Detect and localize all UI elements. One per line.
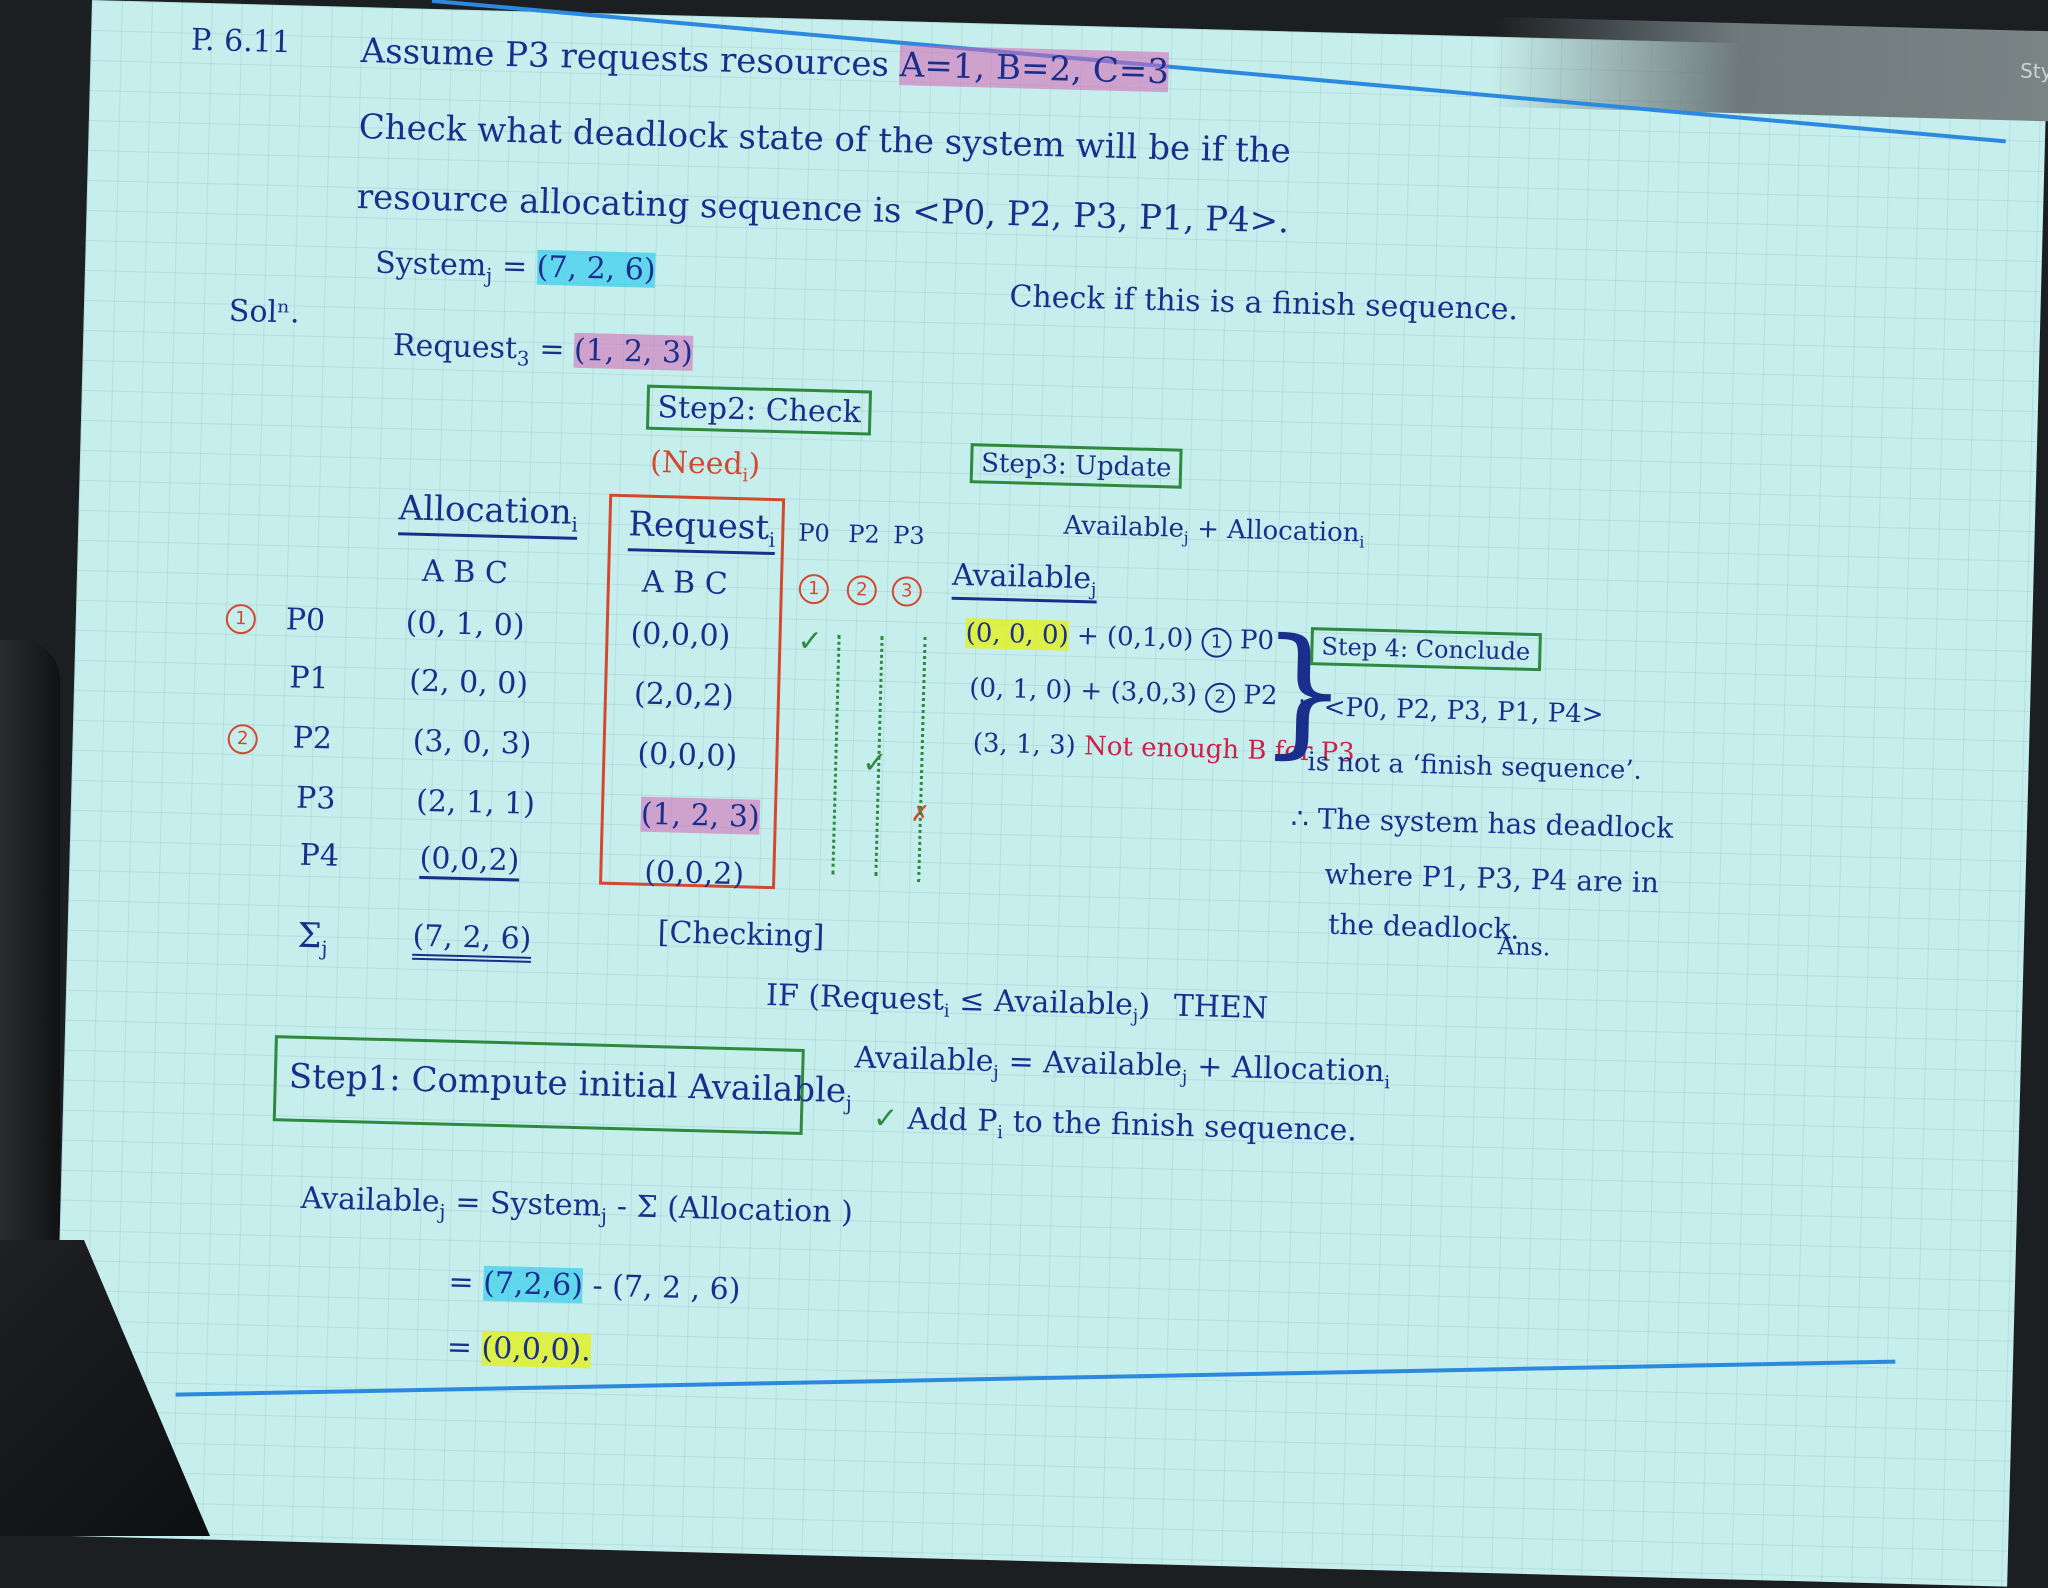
request-header: Requesti [627,504,776,555]
then-add: ✓ Add Pi to the finish sequence. [872,1100,1358,1149]
need-label: (Needi) [649,444,761,487]
step4-line2: is not a ‘finish sequence’. [1307,747,1643,786]
step3-available-header: Availablej [951,557,1098,604]
answer-mark: Ans. [1497,932,1551,962]
order-circle-1: 1 [798,573,830,605]
requested-resources: A=1, B=2, C=3 [899,45,1170,93]
bottom-divider-line [175,1359,1896,1397]
then-update: Availablej = Availablej + Allocationi [854,1040,1391,1094]
trace-p3 [917,636,927,882]
step3-row-1: (0, 1, 0) + (3,0,3) 2 P2 [968,673,1278,714]
row-alloc-p1: (2, 0, 0) [408,663,529,702]
step1-box: Step1: Compute initial Availablej [272,1035,852,1135]
system-value: (7, 2, 6) [536,249,656,288]
row-req-p1: (2,0,2) [633,676,735,715]
trace-p0 [831,634,841,875]
toolbar: Styles [1489,16,2048,123]
row-alloc-p2: (3, 0, 3) [412,723,532,762]
step1-lhs: Availablej = Systemj - Σ (Allocation ) [300,1180,854,1231]
projected-slide: Styles P. 6.11 Assume P3 requests resour… [51,0,2048,1587]
sum-value: (7, 2, 6) [411,918,532,963]
order-circle-3: 3 [891,576,923,607]
styles-button[interactable]: Styles [2019,58,2048,85]
check-mark-p0: ✓ [796,623,824,660]
step1-eq3: = (0,0,0). [446,1329,592,1369]
step4-line4: where P1, P3, P4 are in [1324,857,1660,900]
step3-row-0: (0, 0, 0) + (0,1,0) 1 P0 [965,618,1275,659]
row-req-p2: (0,0,0) [636,736,738,775]
row-alloc-p4: (0,0,2) [419,840,520,882]
row-proc-p0: P0 [285,602,326,639]
check-mark-p2: ✓ [861,745,888,782]
proc-header-0: P0 [797,518,831,548]
allocation-abc: A B C [421,553,509,592]
sum-symbol: Σj [297,915,328,961]
row-proc-p1: P1 [288,660,330,697]
problem-line2: Check what deadlock state of the system … [358,107,1292,172]
finish-sequence-note: Check if this is a finish sequence. [1009,279,1519,328]
row-req-p0: (0,0,0) [630,616,731,654]
row-order-p0: 1 [225,603,257,635]
system-line: Systemj = (7, 2, 6) [374,245,656,288]
request-line: Request3 = (1, 2, 3) [392,328,694,371]
row-req-p4: (0,0,2) [643,854,745,893]
step4-line5: the deadlock. [1327,907,1520,946]
request-value: (1, 2, 3) [573,332,694,371]
row-order-p2: 2 [227,723,259,755]
step3-formula: Availablej + Allocationi [1063,510,1365,552]
row-proc-p4: P4 [299,837,340,874]
step1-eq2: = (7,2,6) - (7, 2 , 6) [448,1264,741,1308]
order-circle-2: 2 [846,574,878,606]
proc-header-1: P2 [847,519,881,549]
checking-label: [Checking] [657,915,825,955]
request-abc: A B C [641,564,729,602]
row-proc-p3: P3 [295,780,336,817]
row-req-p3: (1, 2, 3) [640,796,761,835]
step4-box: Step 4: Conclude [1310,627,1542,672]
problem-number: P. 6.11 [190,22,292,61]
solution-label: Solⁿ. [228,293,301,331]
step2-box: Step2: Check [645,384,873,436]
problem-line3: resource allocating sequence is <P0, P2,… [356,177,1290,242]
step3-box: Step3: Update [969,443,1184,489]
row-alloc-p3: (2, 1, 1) [415,783,536,822]
if-condition: IF (Requesti ≤ Availablej) THEN [765,977,1269,1027]
problem-line1: Assume P3 requests resources A=1, B=2, C… [360,31,1170,93]
row-proc-p2: P2 [292,720,333,757]
row-alloc-p0: (0, 1, 0) [405,605,526,644]
step4-line3: ∴ The system has deadlock [1290,801,1674,845]
proc-header-2: P3 [892,521,926,550]
allocation-header: Allocationi [398,488,579,540]
